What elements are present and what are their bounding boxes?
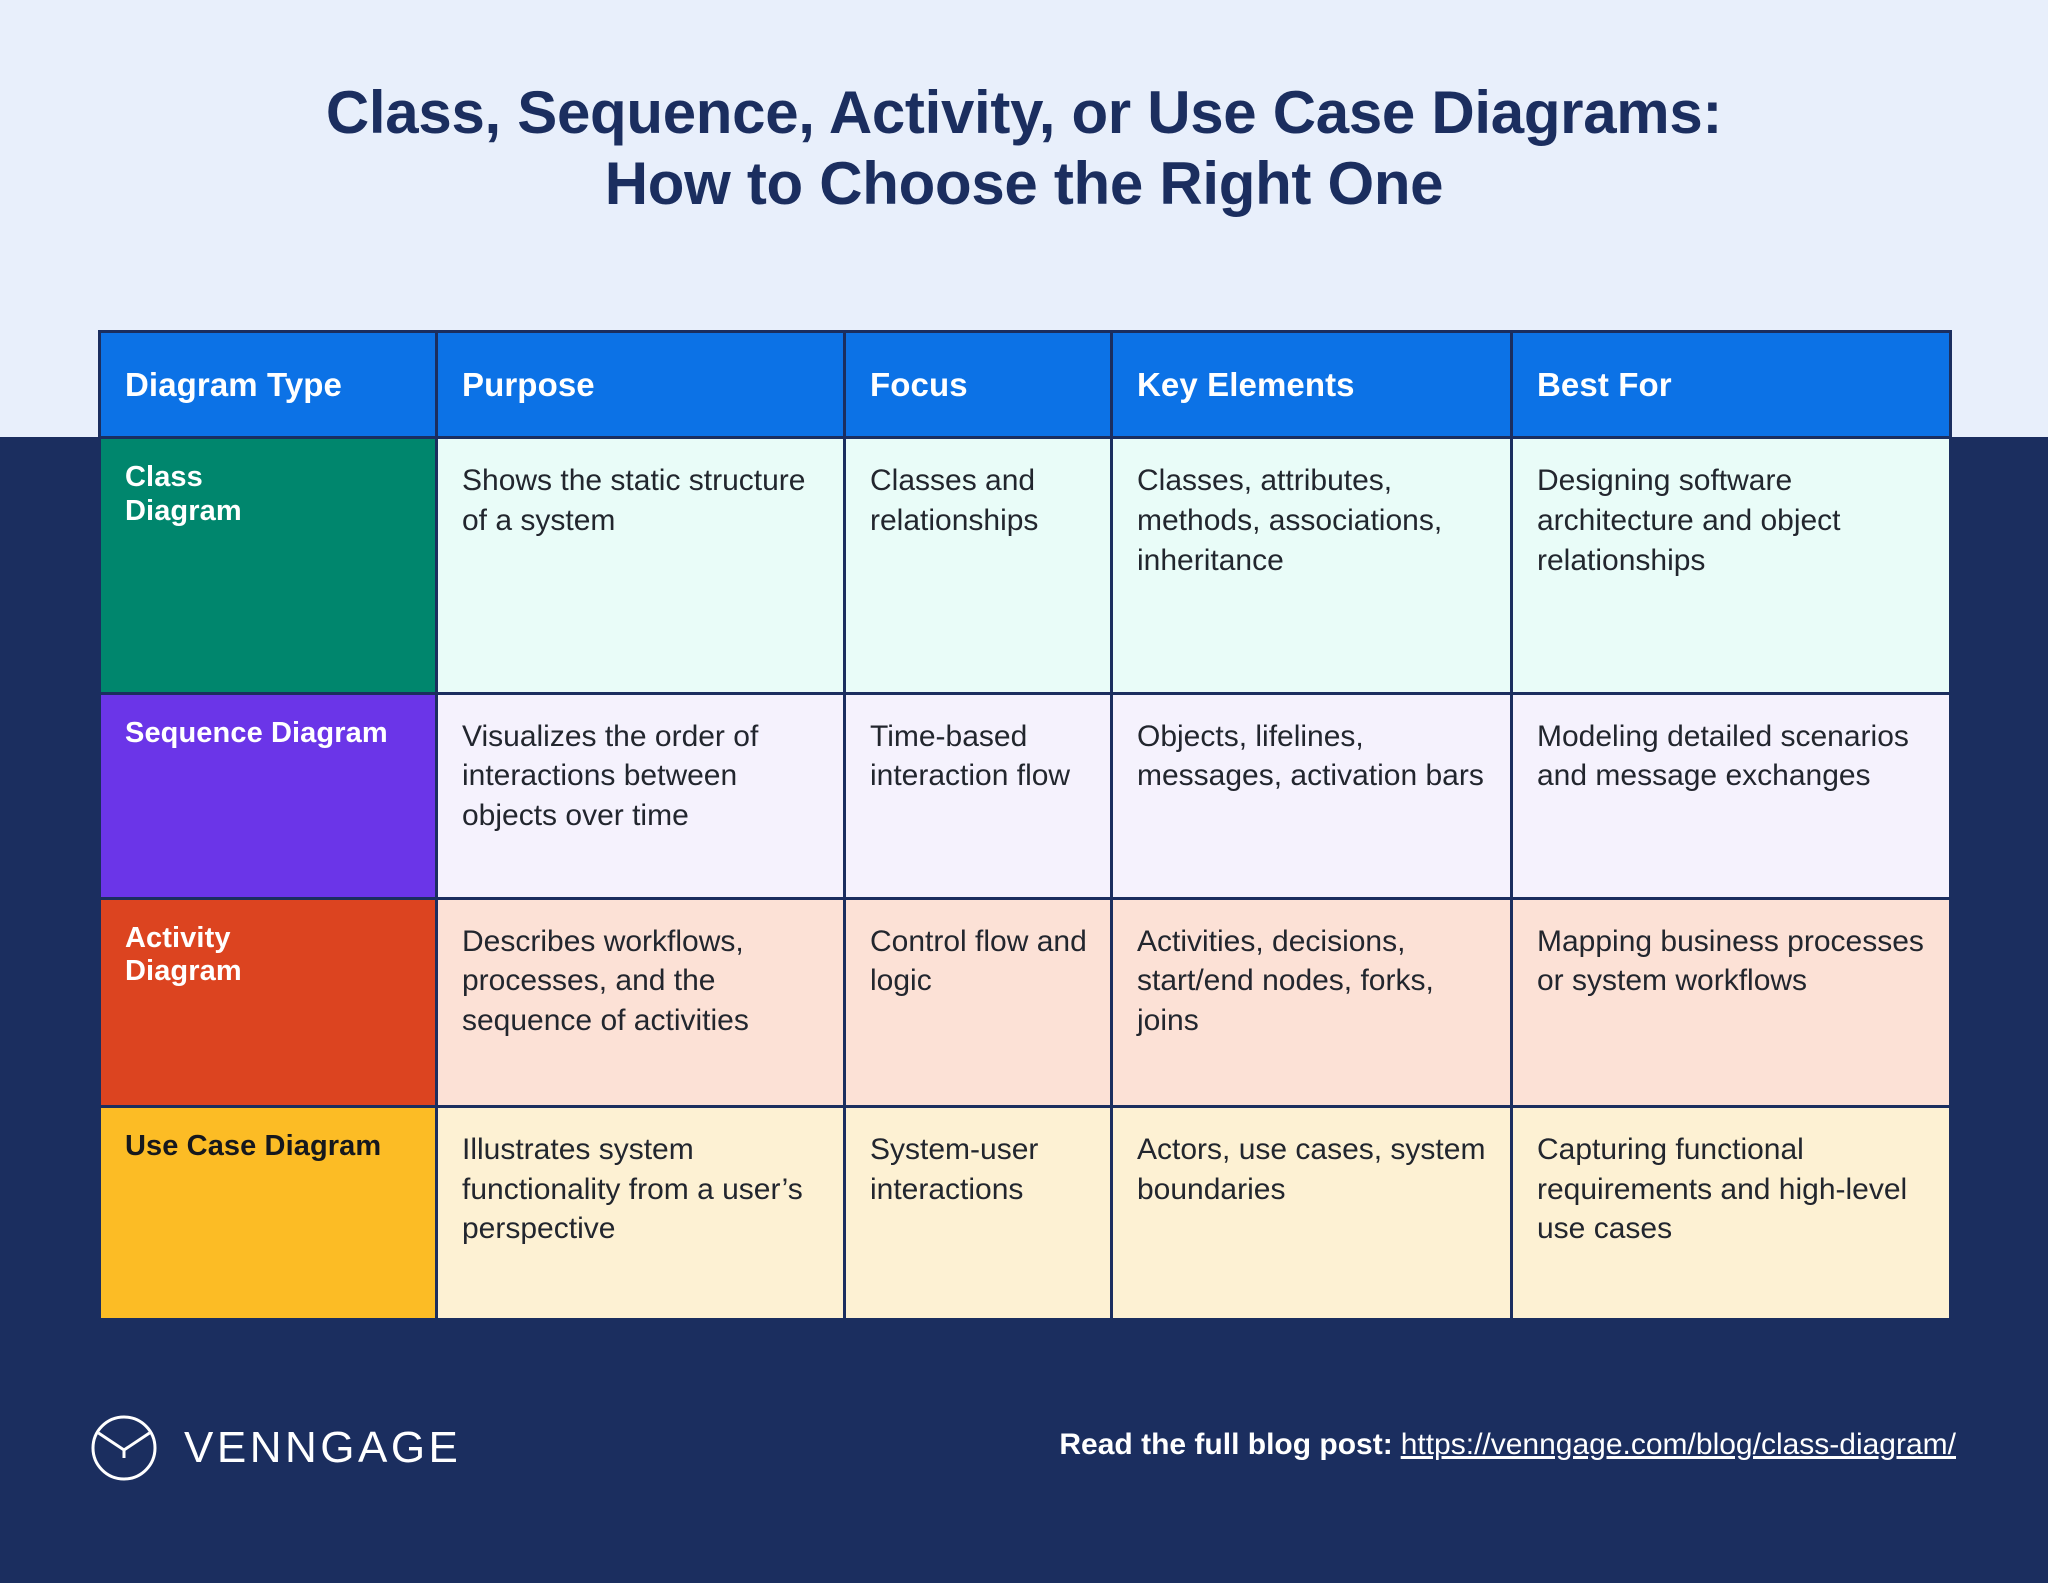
row-label-sequence-diagram: Sequence Diagram <box>101 694 438 900</box>
cell-class-focus: Classes and relationships <box>846 439 1113 695</box>
page-title: Class, Sequence, Activity, or Use Case D… <box>0 78 2048 220</box>
venngage-logo: VENNGAGE <box>90 1414 461 1482</box>
footer: VENNGAGE Read the full blog post:https:/… <box>0 1400 2048 1530</box>
row-label-use-case-diagram: Use Case Diagram <box>101 1108 438 1318</box>
table-header-row: Diagram Type Purpose Focus Key Elements … <box>101 333 1949 440</box>
cell-class-key-elements: Classes, attributes, methods, associatio… <box>1113 439 1513 695</box>
cell-activity-key-elements: Activities, decisions, start/end nodes, … <box>1113 899 1513 1109</box>
column-header-best-for: Best For <box>1513 333 1949 440</box>
blog-post-label: Read the full blog post: <box>1059 1428 1393 1461</box>
cell-usecase-best-for: Capturing functional requirements and hi… <box>1513 1108 1949 1318</box>
table-row: Use Case Diagram Illustrates system func… <box>101 1108 1949 1318</box>
cell-class-purpose: Shows the static structure of a system <box>438 439 846 695</box>
cell-usecase-purpose: Illustrates system functionality from a … <box>438 1108 846 1318</box>
title-line-2: How to Choose the Right One <box>604 149 1444 217</box>
cell-usecase-focus: System-user interactions <box>846 1108 1113 1318</box>
table-row: Sequence Diagram Visualizes the order of… <box>101 694 1949 900</box>
cell-sequence-key-elements: Objects, lifelines, messages, activation… <box>1113 694 1513 900</box>
venngage-circle-v-icon <box>91 1415 157 1481</box>
cell-sequence-best-for: Modeling detailed scenarios and message … <box>1513 694 1949 900</box>
column-header-focus: Focus <box>846 333 1113 440</box>
blog-post-line: Read the full blog post:https://venngage… <box>1059 1428 1956 1462</box>
cell-class-best-for: Designing software architecture and obje… <box>1513 439 1949 695</box>
column-header-key-elements: Key Elements <box>1113 333 1513 440</box>
cell-activity-best-for: Mapping business processes or system wor… <box>1513 899 1949 1109</box>
title-line-1: Class, Sequence, Activity, or Use Case D… <box>325 79 1723 146</box>
column-header-purpose: Purpose <box>438 333 846 440</box>
column-header-diagram-type: Diagram Type <box>101 333 438 440</box>
cell-activity-focus: Control flow and logic <box>846 899 1113 1109</box>
cell-sequence-purpose: Visualizes the order of interactions bet… <box>438 694 846 900</box>
blog-post-link[interactable]: https://venngage.com/blog/class-diagram/ <box>1400 1428 1956 1461</box>
cell-sequence-focus: Time-based interaction flow <box>846 694 1113 900</box>
venngage-wordmark: VENNGAGE <box>184 1423 462 1472</box>
comparison-table: Diagram Type Purpose Focus Key Elements … <box>98 330 1952 1321</box>
cell-usecase-key-elements: Actors, use cases, system boundaries <box>1113 1108 1513 1318</box>
cell-activity-purpose: Describes workflows, processes, and the … <box>438 899 846 1109</box>
